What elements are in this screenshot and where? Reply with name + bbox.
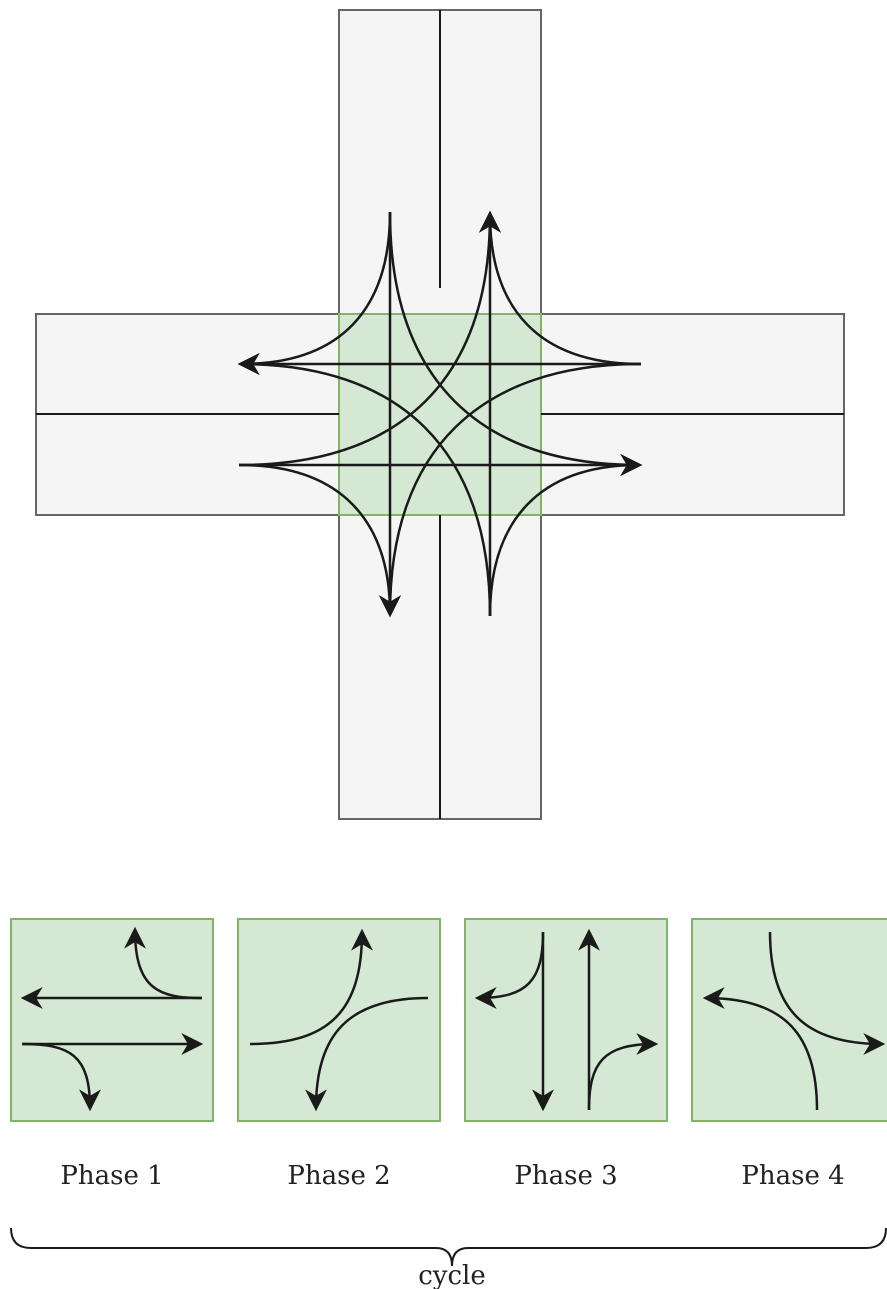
- phase-4-panel: Phase 4: [691, 918, 887, 1191]
- movement-south-right: [488, 454, 643, 617]
- cycle-label: cycle: [418, 1261, 486, 1289]
- phase-3-label: Phase 3: [514, 1161, 617, 1191]
- phase-2-label: Phase 2: [287, 1161, 390, 1191]
- intersection: [35, 9, 845, 820]
- movement-north-right: [237, 211, 392, 375]
- phase-3-box: [464, 918, 668, 1122]
- phase-1-box: [10, 918, 214, 1122]
- phase-1-west-right: [21, 1042, 101, 1112]
- phase-2-panel: Phase 2: [237, 918, 441, 1191]
- phase-1-east-right: [124, 926, 203, 1000]
- phase-4-south-left: [702, 987, 819, 1111]
- movement-west-right: [238, 463, 401, 618]
- phase-1-label: Phase 1: [60, 1161, 163, 1191]
- phase-3-panel: Phase 3: [464, 918, 668, 1191]
- phase-4-box: [691, 918, 887, 1122]
- movement-east-right: [479, 210, 642, 366]
- movement-north-left: [388, 211, 643, 476]
- junction-box: [338, 313, 542, 516]
- phase-1-panel: Phase 1: [10, 918, 214, 1191]
- phase-2-west-left: [249, 928, 373, 1046]
- movement-south-left: [237, 353, 492, 617]
- phase-3-south-right: [587, 1033, 659, 1111]
- movement-east-left: [379, 362, 642, 618]
- phase-4-label: Phase 4: [741, 1161, 844, 1191]
- phase-2-east-left: [305, 996, 429, 1112]
- phase-3-north-right: [474, 931, 545, 1009]
- movement-west-left: [238, 210, 501, 467]
- phase-4-north-left: [768, 931, 886, 1055]
- cycle-brace: [10, 1227, 887, 1267]
- phase-2-box: [237, 918, 441, 1122]
